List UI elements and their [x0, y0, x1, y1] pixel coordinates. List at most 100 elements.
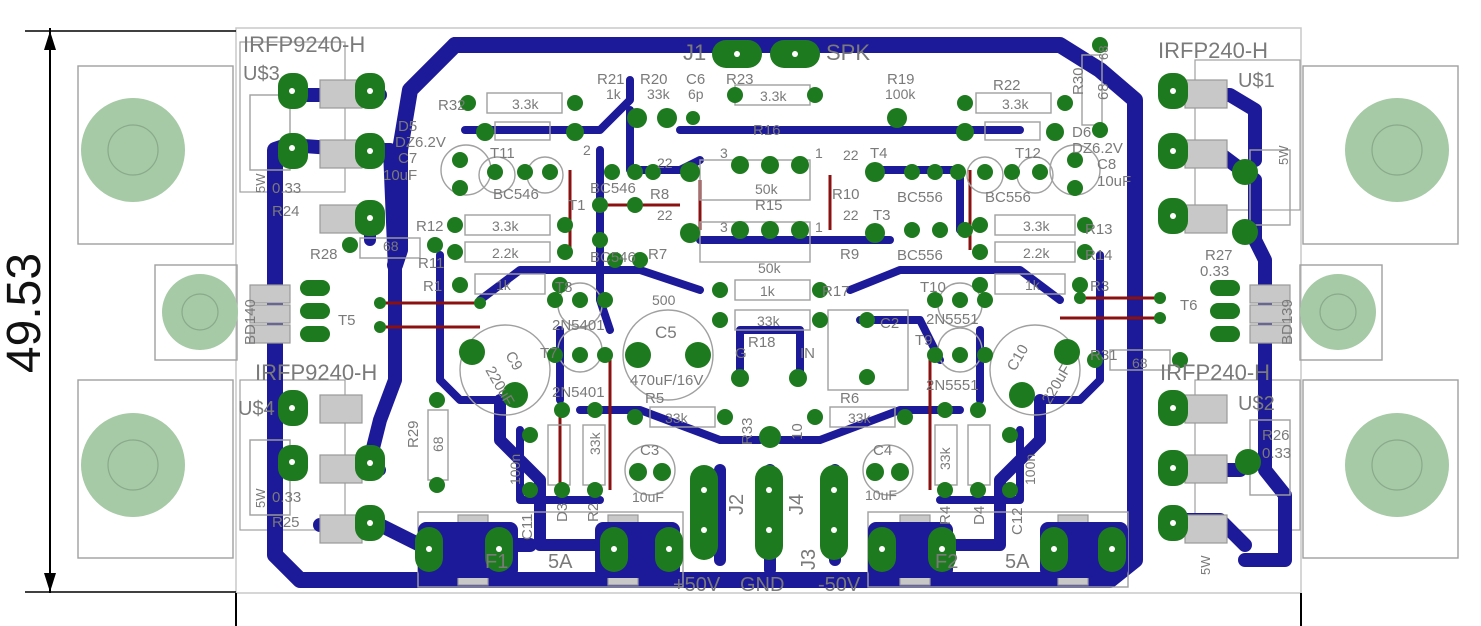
heatsink-mounts [77, 41, 1459, 559]
value-68-d: 68 [1096, 46, 1111, 60]
silkscreen-labels: IRFP9240-H U$3 IRFP9240-H U$4 IRFP240-H … [238, 32, 1296, 596]
label-r1: R1 [423, 278, 442, 295]
value-r18: 33k [757, 313, 781, 329]
label-plus50v: +50V [673, 574, 721, 596]
label-gnd: GND [740, 574, 784, 596]
value-c6: 6p [688, 86, 704, 102]
label-bd140: BD140 [242, 299, 259, 345]
label-r13: R13 [1085, 221, 1113, 238]
value-50k-b: 50k [758, 260, 782, 276]
label-irfp9240-bot: IRFP9240-H [255, 360, 377, 385]
label-pin2: 2 [583, 142, 591, 158]
drill-holes [289, 51, 1176, 552]
label-f2: F2 [935, 551, 958, 573]
label-r7: R7 [648, 246, 667, 263]
value-r5: 33k [665, 410, 689, 426]
label-d5: D5 [398, 118, 417, 135]
label-2n5551-a: 2N5551 [926, 311, 979, 328]
label-irfp240-bot: IRFP240-H [1160, 360, 1270, 385]
label-irfp240-top: IRFP240-H [1158, 38, 1268, 63]
label-r4: R4 [937, 506, 954, 525]
value-5w-a: 5W [253, 173, 268, 193]
label-c7: C7 [398, 150, 417, 167]
label-spk: SPK [826, 40, 870, 65]
label-in: IN [800, 345, 815, 362]
label-t8: T8 [555, 279, 573, 296]
label-r19: R19 [887, 71, 915, 88]
label-t9: T9 [915, 332, 933, 349]
label-d4: D4 [971, 506, 988, 525]
label-c6: C6 [686, 71, 705, 88]
value-r1: 1k [496, 277, 512, 293]
dimension-marker: 49.53 [0, 28, 236, 593]
label-j1: J1 [683, 40, 706, 65]
value-r4: 33k [937, 446, 953, 470]
label-j3: J3 [798, 549, 820, 570]
label-f1-rating: 5A [548, 551, 573, 573]
value-r32: 3.3k [512, 96, 539, 112]
label-r2: R2 [585, 503, 602, 522]
label-r26: R26 [1262, 427, 1290, 444]
value-r3: 1k [1025, 277, 1041, 293]
label-dz-right: DZ6.2V [1072, 140, 1123, 157]
label-t5: T5 [338, 312, 356, 329]
value-r22: 3.3k [1002, 96, 1029, 112]
value-r6: 33k [848, 410, 872, 426]
label-r16: R16 [753, 122, 781, 139]
value-5w-c: 5W [253, 488, 268, 508]
value-r19: 100k [885, 86, 916, 102]
value-5w-b: 5W [1276, 145, 1291, 165]
label-2n5401-a: 2N5401 [552, 317, 605, 334]
value-c8: 10uF [1097, 173, 1131, 190]
value-r11: 2.2k [492, 245, 519, 261]
value-r29: 68 [430, 436, 446, 452]
label-bc556-c: BC556 [897, 247, 943, 264]
label-t11: T11 [490, 145, 515, 162]
value-c4: 10uF [865, 487, 897, 503]
value-r31: 68 [1132, 355, 1148, 371]
label-r31: R31 [1090, 347, 1118, 364]
value-r24: 0.33 [272, 180, 301, 197]
label-bc546-b: BC546 [590, 180, 636, 197]
label-pin1-b: 1 [815, 219, 823, 235]
label-j4: J4 [786, 494, 808, 515]
label-r15: R15 [755, 197, 783, 214]
label-pin3-a: 3 [720, 145, 728, 161]
label-t12: T12 [1015, 145, 1041, 162]
label-r28: R28 [310, 246, 338, 263]
value-r2: 33k [587, 431, 603, 455]
label-bc556-a: BC556 [897, 189, 943, 206]
value-c12: 100n [1022, 454, 1038, 485]
label-r6: R6 [840, 390, 859, 407]
label-c4: C4 [873, 442, 892, 459]
label-f1: F1 [485, 551, 508, 573]
value-r30: 68 [1095, 83, 1112, 100]
value-22-b: 22 [843, 147, 859, 163]
value-r14: 2.2k [1023, 245, 1050, 261]
label-c5: C5 [655, 323, 677, 342]
label-t7: T7 [540, 345, 558, 362]
label-f2-rating: 5A [1005, 551, 1030, 573]
value-5w-d: 5W [1198, 555, 1213, 575]
label-r3: R3 [1090, 278, 1109, 295]
label-g: G [735, 345, 747, 362]
value-r23: 3.3k [760, 88, 787, 104]
label-r33: R33 [739, 417, 756, 445]
label-c10: C10 [1004, 342, 1032, 374]
label-pin1-a: 1 [815, 145, 823, 161]
label-r8: R8 [650, 186, 669, 203]
label-c9: C9 [502, 349, 526, 374]
value-c5: 470uF/16V [630, 372, 703, 389]
label-r10: R10 [832, 186, 860, 203]
label-r21: R21 [597, 71, 625, 88]
label-t1: T1 [568, 197, 586, 214]
label-r5: R5 [645, 390, 664, 407]
label-r25: R25 [272, 514, 300, 531]
label-r12: R12 [416, 218, 444, 235]
label-r11: R11 [418, 255, 444, 272]
label-c3: C3 [640, 442, 659, 459]
label-bc546-a: BC546 [493, 186, 539, 203]
value-r17: 1k [760, 283, 776, 299]
label-c2: C2 [880, 315, 899, 332]
